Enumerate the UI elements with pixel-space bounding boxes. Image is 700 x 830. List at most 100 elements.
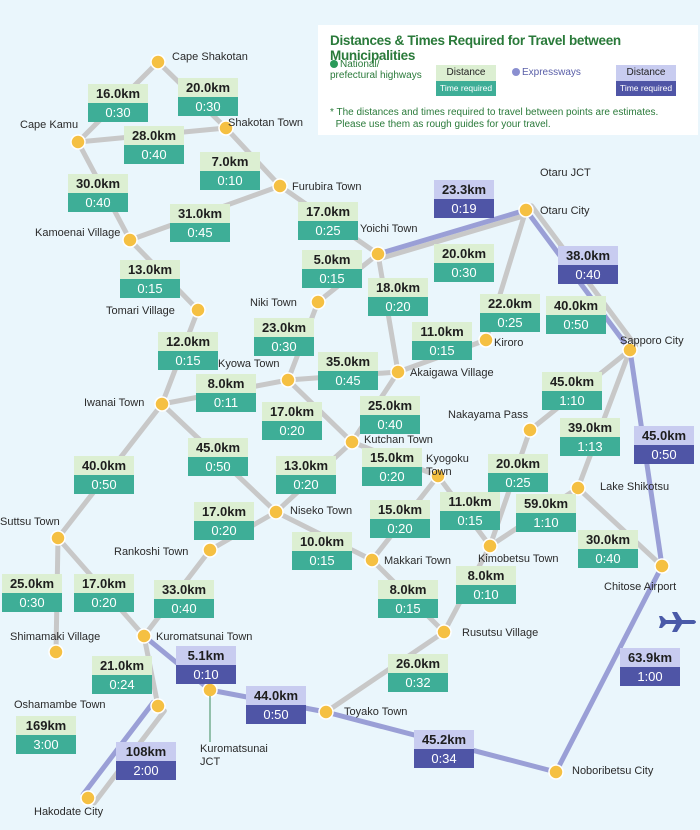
route-time: 0:30 [271,339,296,354]
route-time: 0:34 [431,751,456,766]
legend-expressway-time: Time required [616,81,676,96]
route-time: 0:20 [279,423,304,438]
route-distance: 20.0km [496,456,540,471]
node-kamoenai [122,232,138,248]
route-time: 0:50 [263,707,288,722]
route-time: 0:11 [214,395,238,410]
route-time: 0:15 [319,271,344,286]
route-distance: 15.0km [378,502,422,517]
route-distance: 20.0km [186,80,230,95]
route-time: 0:15 [429,343,454,358]
place-label-otaru: Otaru City [540,205,590,217]
place-label-sapporo: Sapporo City [620,335,684,347]
node-kutchan [344,434,360,450]
route-distance: 25.0km [10,576,54,591]
place-label-tomari: Tomari Village [106,305,175,317]
route-distance: 39.0km [568,420,612,435]
route-distance: 59.0km [524,496,568,511]
place-label-rankoshi: Rankoshi Town [114,546,188,558]
route-time: 1:00 [637,669,662,684]
route-distance: 21.0km [100,658,144,673]
route-distance: 16.0km [96,86,140,101]
place-label-kyowa: Kyowa Town [218,358,280,370]
node-hakodate [80,790,96,806]
node-kiroro [478,332,494,348]
node-kuromatsunai [136,628,152,644]
node-toyako [318,704,334,720]
route-distance: 30.0km [76,176,120,191]
legend-national-highways: National/ prefectural highways [330,59,422,81]
route-line-yoichi-otaru-nat [376,212,530,262]
route-distance: 38.0km [566,248,610,263]
route-time: 0:10 [473,587,498,602]
route-distance: 169km [26,718,66,733]
route-distance: 18.0km [376,280,420,295]
legend-note-line2: Please use them as rough guides for your… [335,119,551,130]
place-label-furubira: Furubira Town [292,181,362,193]
route-card-makkari-rusutsu: 8.0km 0:15 [378,580,438,618]
route-time: 0:15 [309,553,334,568]
route-time: 0:19 [451,201,476,216]
route-distance: 8.0km [390,582,427,597]
legend-national-card: Distance Time required [436,65,496,96]
route-line-noboribetsu-chitose [553,563,665,775]
place-label-oshamambe: Oshamambe Town [14,699,106,711]
route-distance: 13.0km [128,262,172,277]
place-label-cape_kamu: Cape Kamu [20,119,78,131]
route-time: 0:40 [377,417,402,432]
route-time: 0:30 [105,105,130,120]
route-time: 0:40 [141,147,166,162]
route-card-kyogoku-makkari: 15.0km 0:20 [370,500,430,538]
route-time: 0:15 [395,601,420,616]
route-time: 0:50 [205,459,230,474]
route-card-yoichi-akaigawa: 18.0km 0:20 [368,278,428,316]
place-label-iwanai: Iwanai Town [84,397,144,409]
route-time: 0:45 [187,225,212,240]
place-label-toyako: Toyako Town [344,706,407,718]
route-time: 0:50 [91,477,116,492]
place-label-nakayama: Nakayama Pass [448,409,529,421]
node-rusutsu [436,624,452,640]
route-time: 0:10 [217,173,242,188]
route-time: 0:20 [387,521,412,536]
route-time: 0:40 [171,601,196,616]
route-distance: 12.0km [166,334,210,349]
legend-note: * The distances and times required to tr… [330,107,690,131]
route-time: 0:20 [385,299,410,314]
route-distance: 28.0km [132,128,176,143]
route-line-rusutsu-toyako [323,629,447,715]
place-label-chitose: Chitose Airport [604,581,676,593]
route-distance: 23.0km [262,320,306,335]
route-distance: 20.0km [442,246,486,261]
route-distance: 11.0km [420,324,463,339]
place-label-shikotsu: Lake Shikotsu [600,481,669,493]
node-sapporo [622,342,638,358]
legend-national-distance: Distance [436,65,496,81]
place-label-kiroro: Kiroro [494,337,523,349]
route-distance: 31.0km [178,206,222,221]
legend-expressway-card: Distance Time required [616,65,676,96]
route-distance: 45.0km [550,374,594,389]
route-distance: 26.0km [396,656,440,671]
node-furubira [272,178,288,194]
